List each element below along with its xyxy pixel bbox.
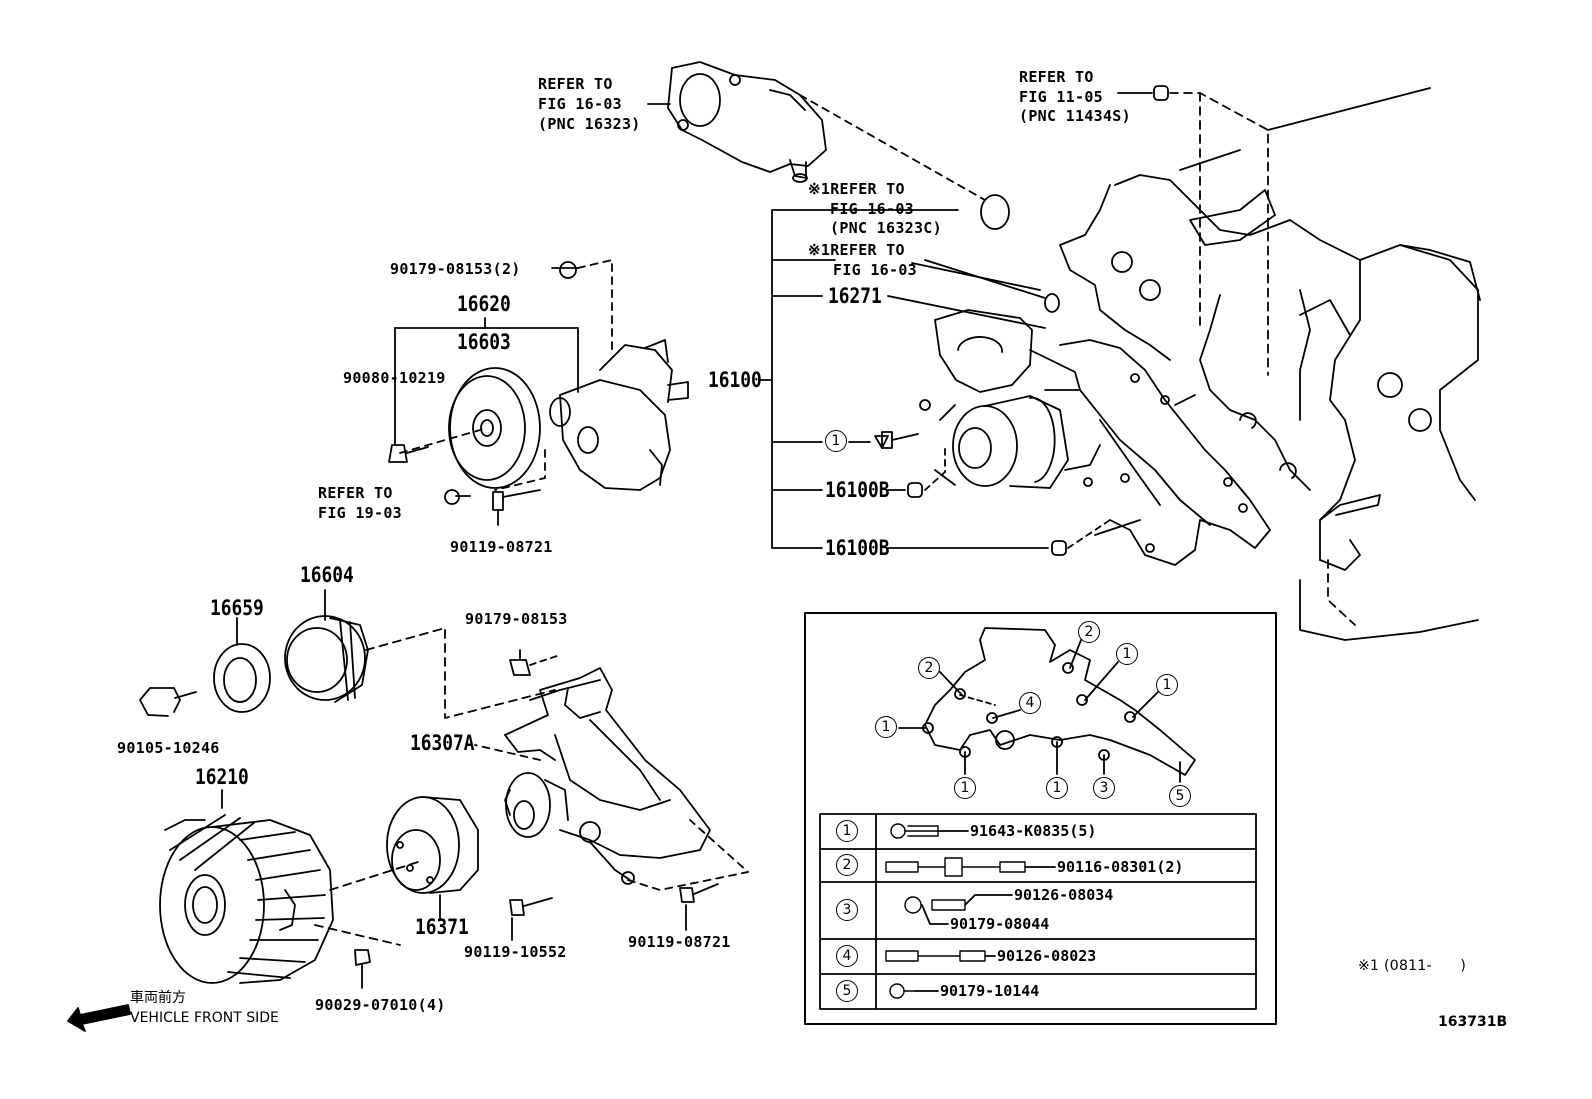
part-90179-08153-2: 90179-08153(2)	[390, 260, 521, 278]
part-16100: 16100	[708, 368, 762, 392]
inset-marker: 5	[1169, 785, 1191, 807]
part-90179-08153: 90179-08153	[465, 610, 568, 628]
table-row-number: 1	[836, 820, 858, 842]
table-row-number: 2	[836, 854, 858, 876]
table-part-number: 90116-08301(2)	[1057, 858, 1184, 876]
table-part-number: 90126-08034	[1014, 886, 1114, 904]
part-16100b-b: 16100B	[825, 536, 890, 560]
refer-thermostat-line2: FIG 16-03	[538, 95, 622, 113]
refer-gasket-line2: FIG 16-03	[830, 200, 914, 218]
inset-table-grid	[819, 813, 1257, 1010]
tensioner-drawing	[388, 259, 689, 526]
part-16604: 16604	[300, 563, 354, 587]
table-row-number: 5	[836, 980, 858, 1002]
part-16620: 16620	[457, 292, 511, 316]
inset-marker: 1	[1116, 643, 1138, 665]
table-part-number: 90179-10144	[940, 982, 1040, 1000]
fan-pulley-drawing	[139, 589, 749, 989]
refer-tensioner-line1: REFER TO	[318, 484, 393, 502]
water-pump-drawing	[919, 309, 1271, 566]
part-16307a: 16307A	[410, 731, 475, 755]
inset-marker: 1	[954, 777, 976, 799]
vehicle-front-japanese: 車両前方	[130, 990, 186, 1006]
part-90119-08721-a: 90119-08721	[450, 538, 553, 556]
part-16271: 16271	[828, 284, 882, 308]
inset-cover-drawing	[924, 627, 1196, 776]
inset-marker: 1	[1156, 674, 1178, 696]
refer-oring-line1: ※1REFER TO	[808, 241, 905, 259]
refer-oring-line2: FIG 16-03	[833, 261, 917, 279]
part-16210: 16210	[195, 765, 249, 789]
part-90119-08721-b: 90119-08721	[628, 933, 731, 951]
refer-thermostat-line3: (PNC 16323)	[538, 115, 641, 133]
table-part-number: 90126-08023	[997, 947, 1097, 965]
refer-gasket-line1: ※1REFER TO	[808, 180, 905, 198]
table-row-number: 3	[836, 899, 858, 921]
part-90105-10246: 90105-10246	[117, 739, 220, 757]
engine-block-drawing	[1059, 87, 1481, 641]
refer-plug-line1: REFER TO	[1019, 68, 1094, 86]
part-16371: 16371	[415, 915, 469, 939]
table-row-number: 4	[836, 945, 858, 967]
refer-gasket-line3: (PNC 16323C)	[830, 219, 942, 237]
date-range-note: ※1 (0811- )	[1358, 958, 1467, 974]
inset-marker: 1	[875, 716, 897, 738]
vehicle-front-label: VEHICLE FRONT SIDE	[130, 1010, 279, 1026]
refer-plug-line3: (PNC 11434S)	[1019, 107, 1131, 125]
part-90119-10552: 90119-10552	[464, 943, 567, 961]
inset-marker: 4	[1019, 692, 1041, 714]
table-part-number: 90179-08044	[950, 915, 1050, 933]
refer-tensioner-line2: FIG 19-03	[318, 504, 402, 522]
thermostat-housing-drawing	[667, 61, 827, 183]
part-16100b-a: 16100B	[825, 478, 890, 502]
figure-id: 163731B	[1438, 1014, 1508, 1030]
inset-marker: 2	[1078, 621, 1100, 643]
circle-marker-1: 1	[825, 430, 847, 452]
inset-marker: 1	[1046, 777, 1068, 799]
part-16603: 16603	[457, 330, 511, 354]
part-90080-10219: 90080-10219	[343, 369, 446, 387]
table-part-number: 91643-K0835(5)	[970, 822, 1097, 840]
refer-thermostat-line1: REFER TO	[538, 75, 613, 93]
refer-plug-line2: FIG 11-05	[1019, 88, 1103, 106]
part-16659: 16659	[210, 596, 264, 620]
inset-marker: 2	[918, 657, 940, 679]
inset-marker: 3	[1093, 777, 1115, 799]
part-90029-07010: 90029-07010(4)	[315, 996, 446, 1014]
